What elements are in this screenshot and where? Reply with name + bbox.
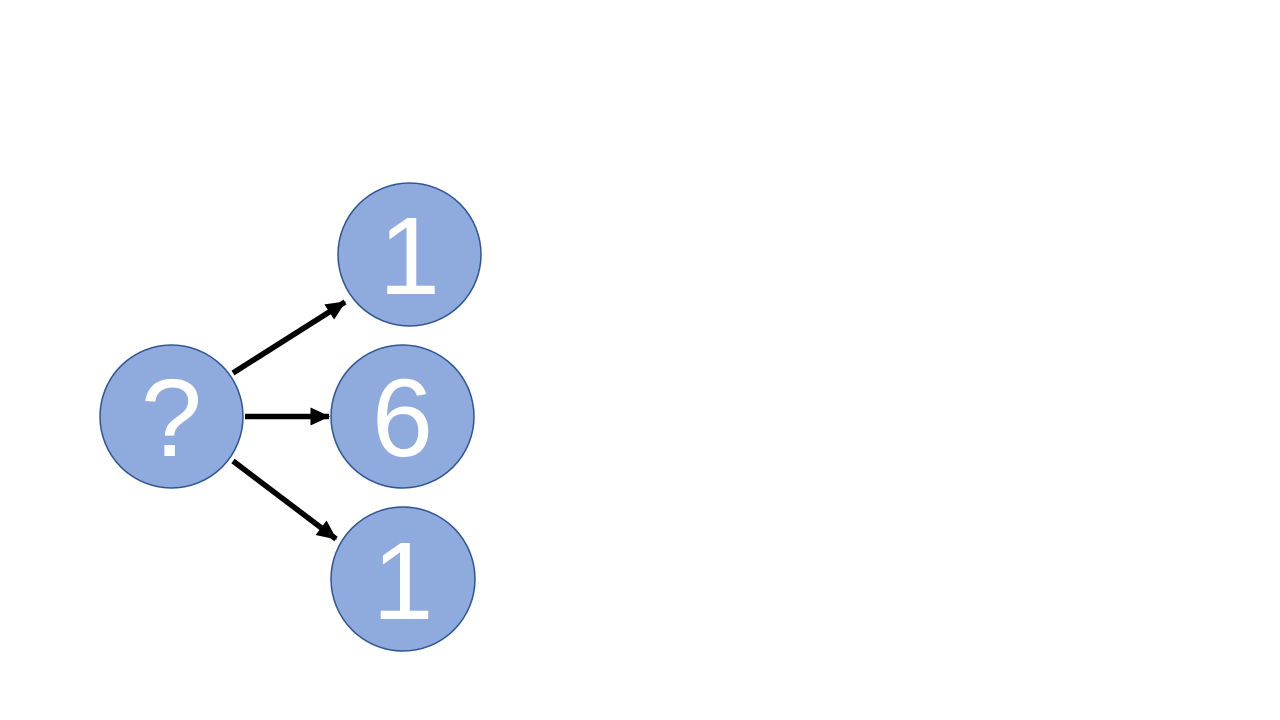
arrow-root-to-child-1[interactable] <box>231 299 347 376</box>
node-child-2-circle[interactable] <box>330 344 475 489</box>
node-root[interactable]: ? <box>99 344 244 489</box>
arrow-root-to-child-3[interactable] <box>231 458 338 542</box>
node-root-label: ? <box>141 357 202 480</box>
node-child-3[interactable]: 1 <box>330 506 476 652</box>
node-child-1-circle[interactable] <box>337 182 482 327</box>
node-child-1-label: 1 <box>379 195 440 318</box>
node-child-2[interactable]: 6 <box>330 344 475 489</box>
node-child-2-label: 6 <box>372 357 433 480</box>
node-root-circle[interactable] <box>99 344 244 489</box>
edges <box>231 299 347 542</box>
node-child-3-label: 1 <box>372 520 433 643</box>
node-child-3-circle[interactable] <box>330 506 476 652</box>
node-child-1[interactable]: 1 <box>337 182 482 327</box>
